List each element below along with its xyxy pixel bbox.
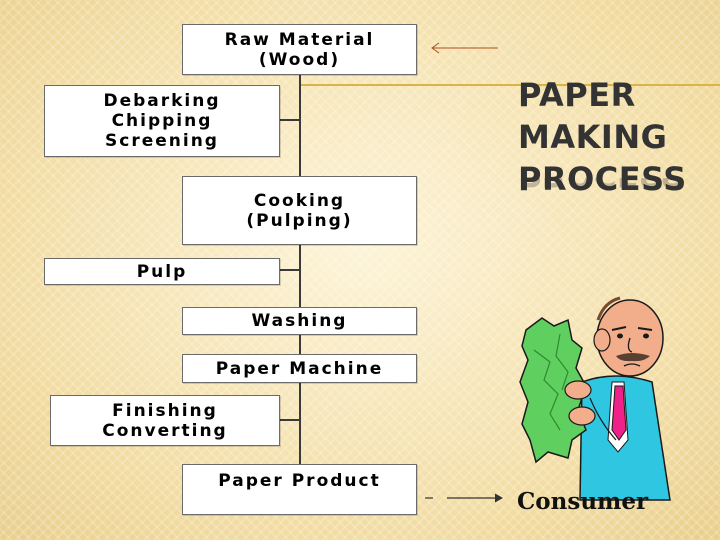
connector-finishing (280, 419, 300, 421)
step-washing: Washing (182, 307, 417, 335)
man-with-paper-icon (520, 290, 690, 515)
step-paper-product: Paper Product (182, 464, 417, 515)
consumer-label: Consumer (517, 488, 648, 515)
step-pulp: Pulp (44, 258, 280, 285)
step-cooking-pulping: Cooking (Pulping) (182, 176, 417, 245)
step-paper-machine: Paper Machine (182, 354, 417, 383)
connector-debarking (278, 119, 300, 121)
step-raw-material: Raw Material (Wood) (182, 24, 417, 75)
right-arrow-icon (425, 492, 505, 504)
step-debarking-chipping-screening: Debarking Chipping Screening (44, 85, 280, 157)
left-arrow-icon (430, 42, 500, 54)
step-finishing-converting: Finishing Converting (50, 395, 280, 446)
slide-title: PAPER MAKING PROCESS (518, 74, 708, 200)
connector-pulp (280, 269, 300, 271)
